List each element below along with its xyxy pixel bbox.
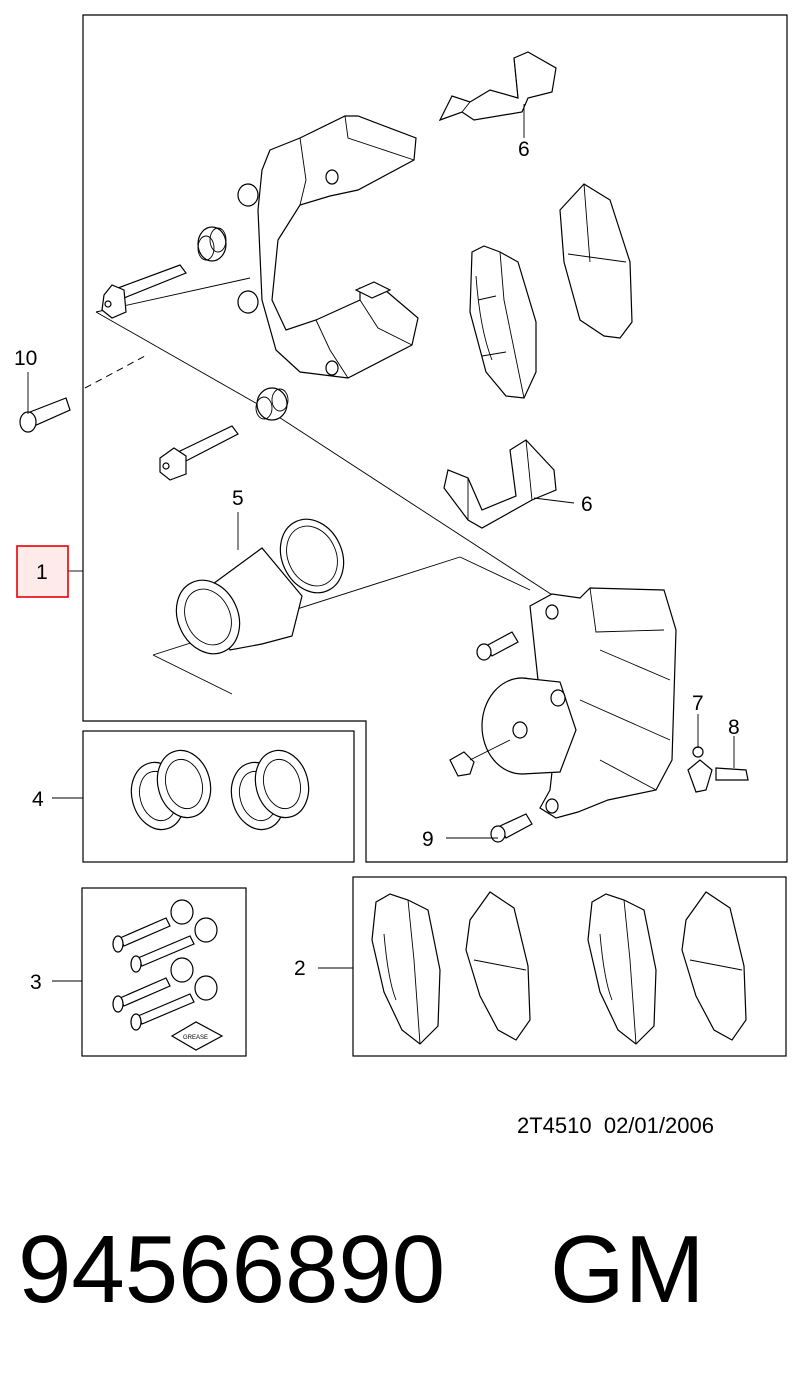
brake-pad-set: [371, 891, 747, 1045]
callout-9: 9: [422, 828, 434, 851]
callout-2: 2: [294, 957, 306, 980]
seal-kit-rings: [130, 749, 310, 831]
callout-6-upper: 6: [518, 138, 530, 161]
caliper-bracket: [237, 115, 419, 379]
callout-1: 1: [36, 561, 48, 584]
caliper-housing: [481, 587, 677, 819]
callout-6-lower: 6: [581, 493, 593, 516]
callout-4: 4: [32, 788, 44, 811]
part-number: 94566890: [18, 1216, 445, 1323]
guide-pin-kit-parts: [112, 899, 218, 1031]
seal-kit-frame: [82, 730, 355, 863]
anti-rattle-clip-upper: [438, 51, 557, 122]
bleeder-cap: [687, 746, 713, 793]
callout-5: 5: [232, 487, 244, 510]
bracket-bolt: [19, 397, 71, 433]
callout-leaders: [27, 104, 735, 982]
caliper-piston: [175, 518, 345, 655]
brake-pad-outer-main: [559, 183, 633, 339]
diagram-reference: 2T4510 02/01/2006: [517, 1113, 714, 1138]
bleeder-screw: [715, 767, 749, 781]
guide-pin-lower: [159, 425, 239, 481]
brake-pad-inner-main: [469, 245, 537, 399]
hose-fitting: [449, 739, 511, 777]
guide-pin-kit-frame: [81, 887, 247, 1057]
guide-pin-boot-upper: [197, 226, 227, 262]
callout-8: 8: [728, 716, 740, 739]
caliper-assembly-frame: [82, 14, 788, 863]
caliper-bolt-upper: [476, 631, 519, 661]
callout-10: 10: [14, 347, 37, 370]
caliper-bolt-lower: [490, 813, 533, 843]
brand-name: GM: [550, 1216, 705, 1323]
grease-label: GREASE: [183, 1035, 208, 1041]
callout-7: 7: [692, 692, 704, 715]
anti-rattle-clip-lower: [443, 439, 557, 529]
grease-packet: GREASE: [170, 1021, 224, 1051]
guide-pin-boot-lower: [255, 387, 289, 421]
callout-1-highlight: [16, 545, 69, 598]
brake-pad-set-frame: [352, 876, 787, 1057]
guide-pin-upper: [101, 264, 187, 319]
callout-3: 3: [30, 971, 42, 994]
